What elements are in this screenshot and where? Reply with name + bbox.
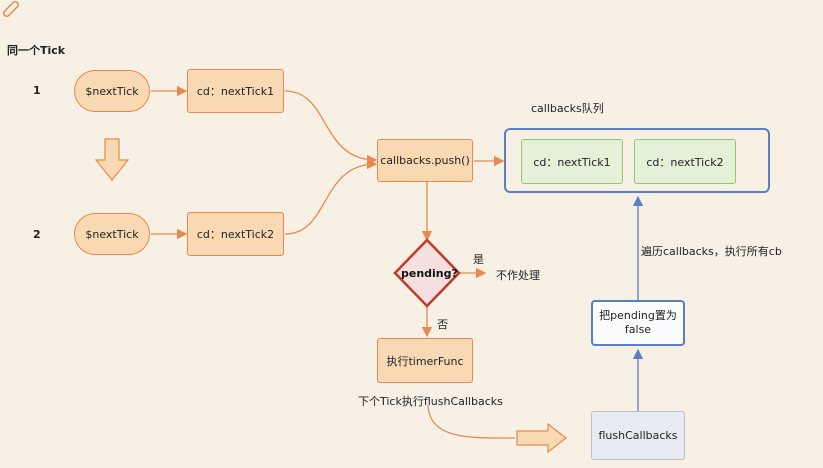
flush-callbacks-box: flushCallbacks (591, 411, 685, 460)
right-arrow-icon (516, 422, 567, 454)
curve-row2-to-push (284, 158, 378, 235)
cd-box-2: cd：nextTick2 (187, 212, 284, 256)
down-arrow-icon (94, 138, 130, 181)
decision-no-label: 否 (437, 318, 448, 331)
nexttick-pill-2: $nextTick (74, 213, 150, 255)
traverse-callbacks-label: 遍历callbacks，执行所有cb (641, 245, 782, 258)
tick-title: 同一个Tick (7, 44, 66, 57)
callbacks-queue: cd：nextTick1 cd：nextTick2 (504, 128, 770, 193)
decision-yes-label: 是 (473, 253, 484, 266)
nexttick-pill-1: $nextTick (74, 70, 150, 112)
row-number-1: 1 (33, 84, 41, 97)
next-tick-note: 下个Tick执行flushCallbacks (358, 395, 503, 408)
link-icon (3, 1, 19, 17)
timerfunc-box: 执行timerFunc (377, 338, 473, 383)
pending-decision-diamond (393, 238, 461, 308)
curve-timer-to-flush (427, 404, 516, 439)
queue-item-1: cd：nextTick1 (521, 139, 623, 184)
cd-box-1: cd：nextTick1 (187, 69, 284, 113)
set-pending-false-box: 把pending置为 false (591, 300, 685, 346)
queue-label: callbacks队列 (531, 102, 604, 115)
decision-yes-action: 不作处理 (496, 269, 540, 282)
queue-item-2: cd：nextTick2 (634, 139, 736, 184)
row-number-2: 2 (33, 228, 41, 241)
curve-row1-to-push (284, 90, 378, 166)
decision-label: pending? (401, 267, 458, 280)
callbacks-push-box: callbacks.push() (377, 139, 473, 182)
